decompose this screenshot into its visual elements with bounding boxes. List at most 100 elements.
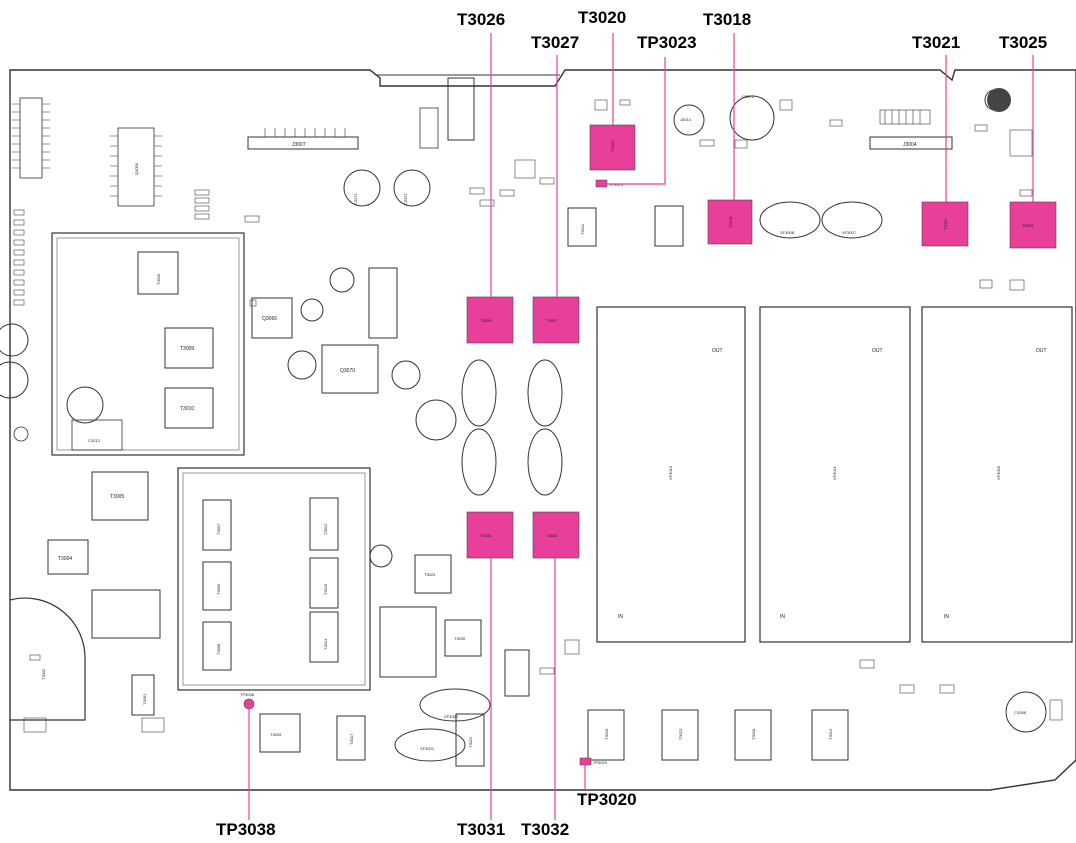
t3009-label: T3009 bbox=[180, 346, 194, 352]
t3002-label: T3002 bbox=[41, 668, 46, 680]
q3022-body bbox=[419, 107, 439, 149]
callout-tp3023: TP3023 bbox=[637, 33, 697, 52]
j3007-label: J3007 bbox=[292, 142, 306, 148]
t3002-arc bbox=[9, 597, 86, 721]
pad-t3020 bbox=[589, 124, 636, 171]
electrolytic-caps bbox=[287, 89, 1047, 733]
pad-t3018 bbox=[707, 199, 753, 245]
tp3023-marker bbox=[595, 179, 608, 188]
in-label-1: IN bbox=[618, 614, 623, 620]
xf3009-label: XF3009 bbox=[996, 465, 1001, 480]
t3010-label: T3010 bbox=[180, 406, 194, 412]
j3004-pins bbox=[879, 109, 931, 125]
t3014-label: T3014 bbox=[323, 638, 328, 650]
pad-t3026-label: T3026 bbox=[480, 318, 492, 323]
t3011-label: T3011 bbox=[580, 223, 585, 235]
callout-t3021: T3021 bbox=[912, 33, 961, 52]
callout-tp3038: TP3038 bbox=[216, 820, 276, 839]
highlighted-pads: T3020 T3018 T3021 T3025 T3026 T3027 T303… bbox=[466, 124, 1057, 559]
xf3001-label: XF3001 bbox=[420, 746, 435, 751]
in-label-3: IN bbox=[944, 614, 949, 620]
output-block-3 bbox=[921, 306, 1073, 643]
t3016-body bbox=[137, 251, 179, 295]
t3007-label: T3007 bbox=[216, 523, 221, 535]
t3028-label: T3028 bbox=[751, 728, 756, 740]
output-block-2 bbox=[759, 306, 911, 643]
pad-t3021-label: T3021 bbox=[943, 218, 948, 230]
tp3020-marker bbox=[579, 757, 592, 766]
callout-t3032: T3032 bbox=[521, 820, 570, 839]
t3017-label: T3017 bbox=[349, 733, 354, 745]
out-label-2: OUT bbox=[872, 348, 883, 354]
tp3038-marker bbox=[243, 698, 255, 710]
mid-module-frame bbox=[177, 467, 371, 691]
c3212-label: C3212 bbox=[88, 438, 101, 443]
pad-t3032-label: T3032 bbox=[546, 533, 558, 538]
lower-transformers bbox=[259, 205, 849, 767]
vr-pot bbox=[13, 426, 29, 442]
t3001-body bbox=[131, 674, 155, 716]
c3375-label: C3375 bbox=[742, 94, 755, 99]
callout-t3031: T3031 bbox=[457, 820, 506, 839]
out-label-1: OUT bbox=[712, 348, 723, 354]
pad-t3031 bbox=[466, 511, 514, 559]
t3006-label: T3006 bbox=[216, 583, 221, 595]
xf3008-label: XF3008 bbox=[780, 230, 795, 235]
t3004-body bbox=[47, 539, 89, 575]
connector-j3007 bbox=[247, 136, 359, 150]
pad-t3032 bbox=[532, 511, 580, 559]
leader-lines bbox=[248, 33, 1034, 820]
t3005-body bbox=[91, 471, 149, 521]
connector-j3004 bbox=[869, 136, 953, 150]
callout-t3026: T3026 bbox=[457, 10, 506, 29]
t3009-body bbox=[164, 327, 214, 369]
j3018-jack bbox=[66, 386, 104, 424]
t3008-label: T3008 bbox=[216, 643, 221, 655]
left-module-frame bbox=[51, 232, 245, 456]
t3023-label: T3023 bbox=[678, 728, 683, 740]
in-label-2: IN bbox=[780, 614, 785, 620]
pad-t3026 bbox=[466, 296, 514, 344]
t3022-label: T3022 bbox=[468, 736, 473, 748]
mid-module-inner bbox=[182, 472, 366, 686]
pad-t3021 bbox=[921, 201, 969, 247]
callout-t3025: T3025 bbox=[999, 33, 1048, 52]
xf3002-label: XF3002 bbox=[444, 714, 459, 719]
left-cap-circle bbox=[0, 323, 29, 357]
t3013-label: T3013 bbox=[828, 728, 833, 740]
q3070-label: Q3070 bbox=[340, 368, 355, 374]
xf3007-label: XF3007 bbox=[842, 230, 857, 235]
c3212-cap bbox=[71, 419, 123, 451]
t3015-label: T3015 bbox=[323, 583, 328, 595]
q3050-label: Q3050 bbox=[134, 162, 139, 175]
j3014-label: J3014 bbox=[680, 117, 692, 122]
left-ic-group bbox=[12, 97, 162, 207]
left-module-inner bbox=[56, 237, 240, 451]
relay-block bbox=[91, 589, 161, 639]
t3039-label: T3039 bbox=[270, 732, 282, 737]
tp3038-pad-label: TP3038 bbox=[240, 692, 255, 697]
t3016-upper bbox=[447, 77, 475, 141]
mid-module-transformers bbox=[202, 497, 339, 671]
out-label-3: OUT bbox=[1036, 348, 1047, 354]
t3004-label: T3004 bbox=[58, 556, 72, 562]
pad-t3031-label: T3031 bbox=[480, 533, 492, 538]
callout-t3027: T3027 bbox=[531, 33, 580, 52]
q3070-body bbox=[321, 344, 379, 394]
t3030-label: T3030 bbox=[454, 636, 466, 641]
xf3010-label: XF3010 bbox=[668, 465, 673, 480]
t3017-upper bbox=[368, 267, 398, 339]
mic-grille bbox=[987, 88, 1011, 112]
c3327-label: C3327 bbox=[403, 192, 408, 205]
pad-t3027-label: T3027 bbox=[546, 318, 558, 323]
q3066-label: Q3066 bbox=[262, 316, 277, 322]
t3005-label: T3005 bbox=[110, 494, 124, 500]
pad-t3025-label: T3025 bbox=[1022, 223, 1034, 228]
j3007-pins bbox=[264, 128, 346, 137]
t3012-label: T3012 bbox=[323, 523, 328, 535]
j3004-label: J3004 bbox=[903, 142, 917, 148]
ferrite-ovals bbox=[394, 201, 883, 762]
t3019-label: T3019 bbox=[604, 728, 609, 740]
pad-t3020-label: T3020 bbox=[610, 140, 615, 152]
